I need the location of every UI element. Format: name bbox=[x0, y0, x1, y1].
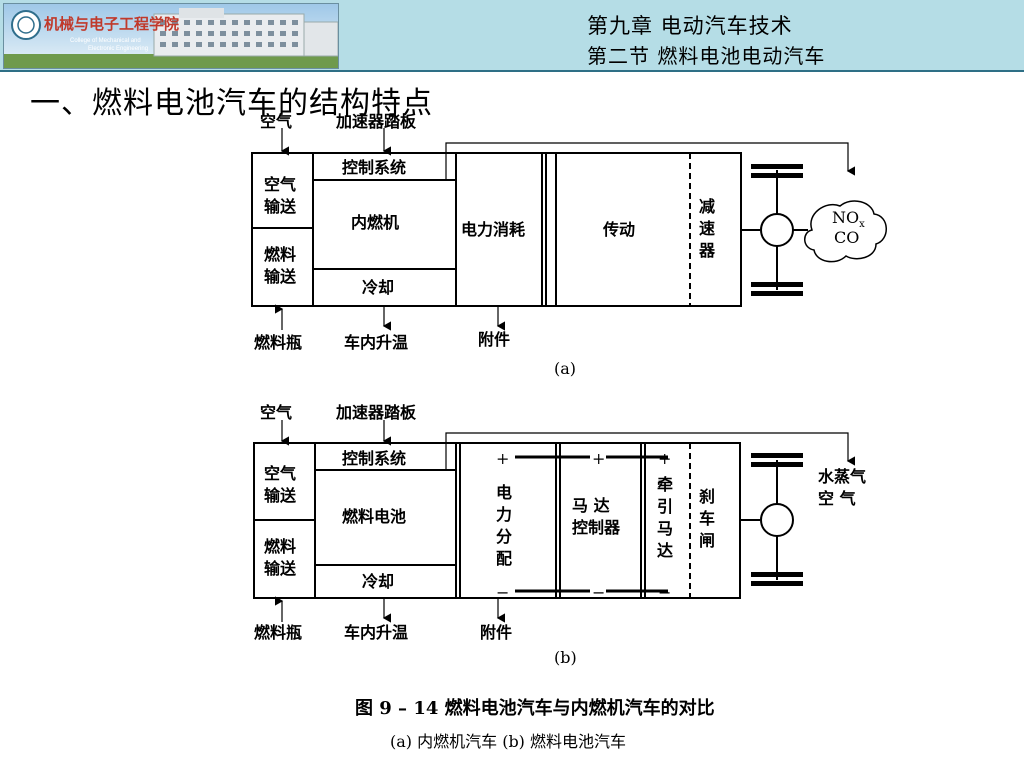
b-traction-motor-char-1: 牵 bbox=[657, 475, 674, 494]
a-engine-label: 内燃机 bbox=[351, 213, 400, 232]
b-cooling-label: 冷却 bbox=[362, 572, 395, 591]
diagram-a-axle-hub bbox=[760, 213, 794, 247]
b-air-supply-line-1: 空气 bbox=[264, 464, 297, 483]
b-air-supply-line-2: 输送 bbox=[264, 486, 297, 505]
b-traction-motor-char-3: 马 bbox=[657, 519, 674, 538]
b-motor-controller-line-1: 马 达 bbox=[572, 496, 610, 515]
b-brake-char-2: 车 bbox=[699, 509, 716, 528]
b-power-dist-char-2: 力 bbox=[496, 505, 513, 524]
diagram-a-shapes bbox=[251, 152, 808, 307]
b-brake-char-3: 闸 bbox=[699, 531, 716, 550]
b-power-dist-char-1: 电 bbox=[496, 483, 513, 502]
diagram-b-arrows bbox=[274, 420, 856, 623]
b-air-output-label: 空 气 bbox=[818, 489, 856, 508]
b-motor-controller-line-2: 控制器 bbox=[572, 518, 621, 537]
a-control-system-label: 控制系统 bbox=[342, 158, 407, 177]
b-air-input-label: 空气 bbox=[260, 403, 293, 422]
campus-photo: 机械与电子工程学院 College of Mechanical and Elec… bbox=[4, 4, 338, 68]
a-fuel-tank-label: 燃料瓶 bbox=[254, 333, 303, 352]
b-fuel-supply-line-2: 输送 bbox=[264, 559, 297, 578]
b-plus-sign-3: + bbox=[658, 449, 672, 468]
a-exhaust-nox-label: NOx bbox=[832, 208, 865, 231]
a-transmission-label: 传动 bbox=[603, 220, 636, 239]
a-air-input-label: 空气 bbox=[260, 112, 293, 131]
diagram-a-wheels bbox=[751, 164, 803, 296]
a-diagram-tag: (a) bbox=[554, 359, 577, 378]
college-name-cn: 机械与电子工程学院 bbox=[44, 15, 179, 33]
b-power-dist-char-3: 分 bbox=[496, 527, 513, 546]
a-air-supply-line-2: 输送 bbox=[264, 197, 297, 216]
a-reducer-char-1: 减 bbox=[699, 197, 716, 216]
a-cooling-label: 冷却 bbox=[362, 278, 395, 297]
college-name-en-2: Electronic Engineering bbox=[88, 46, 148, 52]
diagram-b-bus-lines bbox=[515, 455, 668, 593]
a-reducer-char-3: 器 bbox=[699, 241, 716, 260]
b-diagram-tag: (b) bbox=[554, 648, 577, 667]
b-brake-char-1: 刹 bbox=[699, 487, 716, 506]
b-fuel-supply-line-1: 燃料 bbox=[264, 537, 297, 556]
b-control-system-label: 控制系统 bbox=[342, 449, 407, 468]
section-title: 第二节 燃料电池电动汽车 bbox=[587, 44, 826, 68]
a-power-consumption-label: 电力消耗 bbox=[461, 220, 526, 239]
b-fuel-tank-label: 燃料瓶 bbox=[254, 623, 303, 642]
diagram-b-axle-hub bbox=[760, 503, 794, 537]
college-logo-banner: 机械与电子工程学院 College of Mechanical and Elec… bbox=[3, 3, 339, 69]
b-water-vapor-label: 水蒸气 bbox=[818, 467, 867, 486]
b-minus-sign-2: − bbox=[592, 583, 606, 602]
a-accessories-label: 附件 bbox=[478, 330, 511, 349]
header-bar: 机械与电子工程学院 College of Mechanical and Elec… bbox=[0, 0, 1024, 72]
b-traction-motor-char-4: 达 bbox=[657, 541, 674, 560]
figure-subcaption: (a) 内燃机汽车 (b) 燃料电池汽车 bbox=[390, 732, 627, 751]
college-emblem-icon bbox=[11, 10, 41, 40]
exhaust-cloud bbox=[804, 200, 887, 263]
slide-headline: 一、燃料电池汽车的结构特点 bbox=[30, 86, 433, 121]
b-minus-sign-1: − bbox=[496, 583, 510, 602]
b-accessories-label: 附件 bbox=[480, 623, 513, 642]
a-exhaust-co-label: CO bbox=[834, 228, 860, 247]
diagram-b-shapes bbox=[253, 442, 794, 599]
a-fuel-supply-line-1: 燃料 bbox=[264, 245, 297, 264]
b-power-dist-char-4: 配 bbox=[496, 549, 513, 568]
b-fuel-cell-label: 燃料电池 bbox=[342, 507, 407, 526]
b-traction-motor-char-2: 引 bbox=[657, 497, 674, 516]
a-air-supply-line-1: 空气 bbox=[264, 175, 297, 194]
a-reducer-char-2: 速 bbox=[699, 219, 716, 238]
college-name-en-1: College of Mechanical and bbox=[70, 38, 141, 44]
a-cabin-heating-label: 车内升温 bbox=[344, 333, 409, 352]
figure-caption: 图 9 – 14 燃料电池汽车与内燃机汽车的对比 bbox=[355, 698, 715, 719]
a-fuel-supply-line-2: 输送 bbox=[264, 267, 297, 286]
chapter-title: 第九章 电动汽车技术 bbox=[587, 14, 793, 38]
b-minus-sign-3: − bbox=[658, 583, 672, 602]
b-plus-sign-2: + bbox=[592, 449, 606, 468]
b-plus-sign-1: + bbox=[496, 449, 510, 468]
b-accelerator-pedal-label: 加速器踏板 bbox=[336, 403, 417, 422]
a-accelerator-pedal-label: 加速器踏板 bbox=[336, 112, 417, 131]
diagram-b-wheels bbox=[751, 453, 803, 586]
b-cabin-heating-label: 车内升温 bbox=[344, 623, 409, 642]
diagram-a-arrows bbox=[274, 128, 856, 331]
